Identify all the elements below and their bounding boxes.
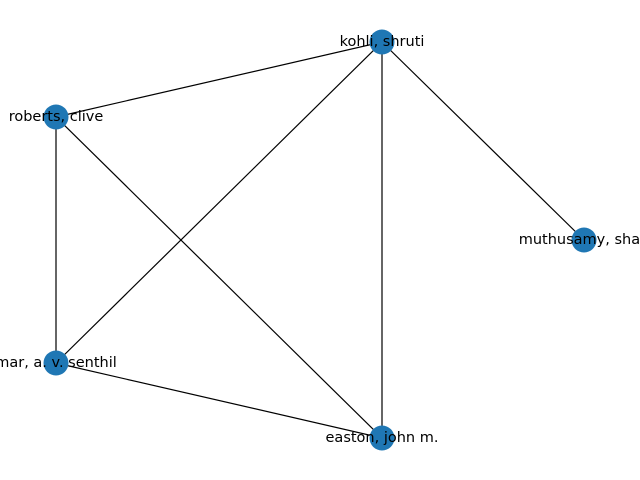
node-easton: easton, john m. <box>326 425 439 451</box>
edge-kohli-senthil <box>55 41 383 364</box>
node-circle-easton <box>369 425 395 451</box>
node-senthil: mar, a. v. senthil <box>0 350 117 376</box>
edge-kohli-roberts <box>55 41 383 118</box>
node-kohli: kohli, shruti <box>340 29 425 55</box>
edge-kohli-muthusamy <box>381 41 585 241</box>
edge-roberts-easton <box>55 116 383 439</box>
node-circle-kohli <box>369 29 395 55</box>
node-label-senthil: mar, a. v. senthil <box>0 355 117 371</box>
node-label-kohli: kohli, shruti <box>340 34 425 50</box>
node-label-roberts: roberts, clive <box>9 109 104 125</box>
node-muthusamy: muthusamy, shan <box>519 227 640 253</box>
node-label-muthusamy: muthusamy, shan <box>519 232 640 248</box>
nodes-layer: kohli, shruti roberts, clive muthusamy, sh… <box>0 29 640 451</box>
node-circle-senthil <box>43 350 69 376</box>
node-circle-roberts <box>43 104 69 130</box>
node-circle-muthusamy <box>571 227 597 253</box>
node-label-easton: easton, john m. <box>326 430 439 446</box>
edge-senthil-easton <box>55 362 383 439</box>
edges-layer <box>55 41 585 439</box>
node-roberts: roberts, clive <box>9 104 104 130</box>
